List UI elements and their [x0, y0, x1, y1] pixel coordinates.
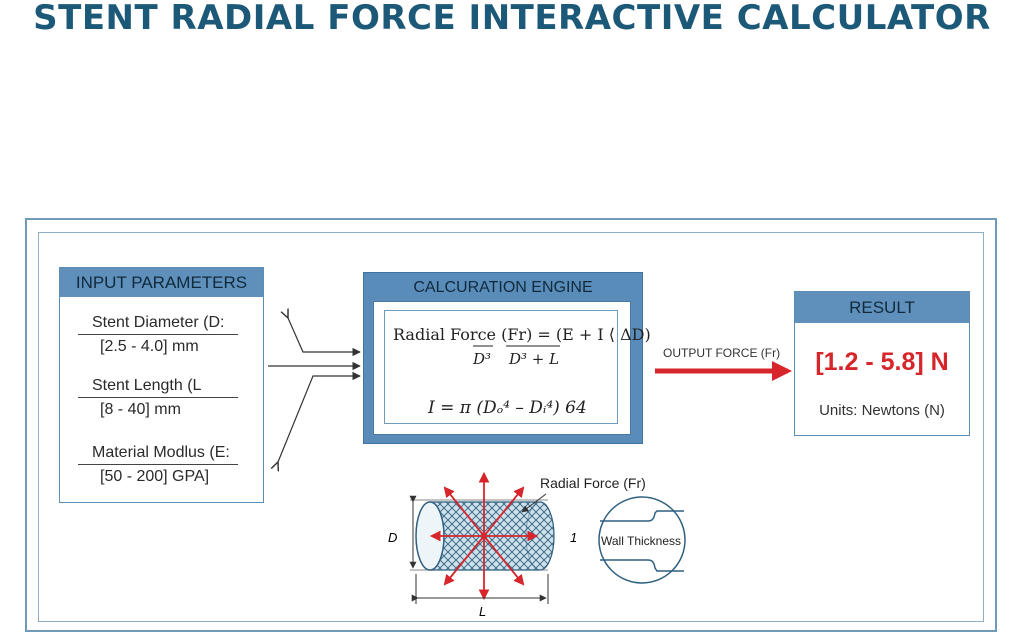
result-header: RESULT	[795, 292, 969, 323]
param-label: Material Modlus (E:	[78, 442, 238, 465]
result-panel: RESULT [1.2 - 5.8] N Units: Newtons (N)	[794, 291, 970, 436]
radial-force-label: Radial Force (Fr)	[540, 475, 646, 491]
formula-box-inner	[384, 310, 618, 424]
radial-force-arrows	[429, 471, 539, 601]
output-force-label: OUTPUT FORCE (Fr)	[663, 346, 781, 360]
formula-moment-of-inertia: I = π (Dₒ⁴ – Dᵢ⁴) 64	[427, 398, 587, 418]
result-value: [1.2 - 5.8] N	[815, 348, 949, 376]
calculation-engine-panel: CALCURATION ENGINE	[363, 272, 643, 444]
result-units: Units: Newtons (N)	[819, 402, 945, 419]
one-label: 1	[570, 530, 577, 545]
formula-radial-force: Radial Force (Fr) = (E + I ⟨ ΔD)	[393, 325, 651, 344]
param-range: [50 - 200] GPA]	[100, 468, 210, 485]
param-label: Stent Length (L	[78, 375, 238, 398]
param-stent-length[interactable]: Stent Length (L [8 - 40] mm	[78, 375, 238, 420]
param-range: [8 - 40] mm	[100, 401, 181, 418]
input-to-engine-arrows	[268, 318, 361, 462]
param-label: Stent Diameter (D:	[78, 312, 238, 335]
page-title: STENT RADIAL FORCE INTERACTIVE CALCULATO…	[33, 0, 991, 38]
wall-thickness-label: Wall Thickness	[601, 534, 681, 548]
formula-denominator-right: D³ + L	[508, 350, 559, 368]
input-parameters-panel: INPUT PARAMETERS Stent Diameter (D: [2.5…	[59, 267, 264, 503]
formula-denominator-left: D³	[472, 350, 491, 368]
length-label: L	[479, 604, 486, 619]
input-parameters-header: INPUT PARAMETERS	[60, 268, 263, 297]
param-range: [2.5 - 4.0] mm	[100, 338, 199, 355]
formulas: Radial Force (Fr) = (E + I ⟨ ΔD) D³ D³ +…	[393, 325, 651, 418]
formula-box	[373, 301, 631, 435]
param-material-modulus[interactable]: Material Modlus (E: [50 - 200] GPA]	[78, 442, 238, 487]
diameter-label: D	[388, 530, 397, 545]
inner-frame	[38, 232, 984, 622]
stent-diagram: D 1 L Radial Force (Fr)	[388, 471, 646, 619]
calculation-engine-header: CALCURATION ENGINE	[413, 279, 593, 296]
param-stent-diameter[interactable]: Stent Diameter (D: [2.5 - 4.0] mm	[78, 312, 238, 357]
wall-thickness-detail: Wall Thickness	[598, 496, 686, 584]
outer-frame	[25, 218, 997, 632]
